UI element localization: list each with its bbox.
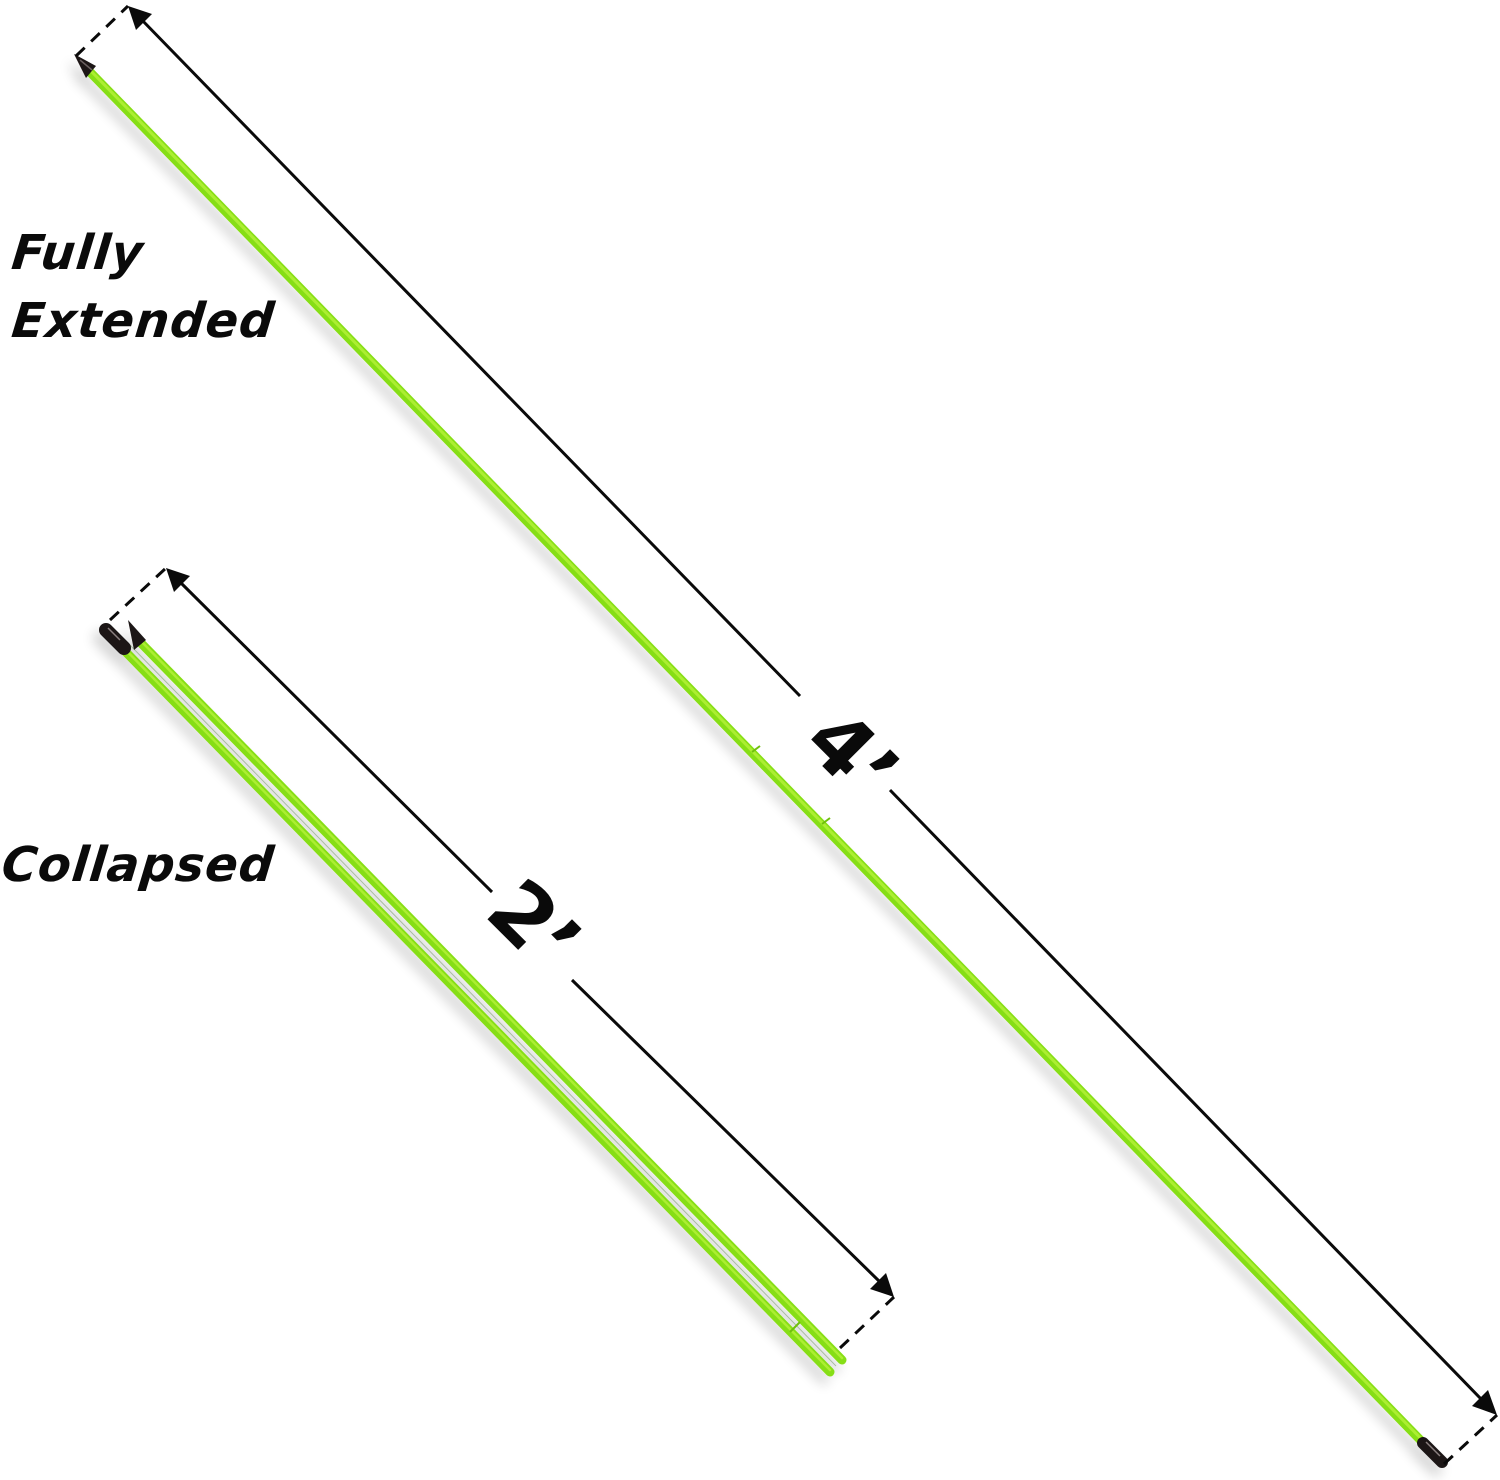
extended-stick [74, 54, 1448, 1468]
extended-label-line2: Extended [9, 293, 278, 349]
extended-dimension: 4’ [74, 4, 1499, 1466]
collapsed-dimension: 2’ [108, 566, 896, 1350]
dashed-extension-line [74, 4, 130, 58]
dashed-extension-line [838, 1295, 896, 1350]
stick-joint [789, 1321, 801, 1333]
arrowhead-icon [1472, 1390, 1497, 1415]
dashed-extension-line [108, 566, 168, 622]
dashed-extension-line [1442, 1413, 1499, 1466]
arrowhead-icon [128, 6, 152, 30]
extended-label-line1: Fully [9, 225, 147, 281]
collapsed-label: Collapsed [0, 837, 278, 893]
pointed-tip-icon [128, 620, 146, 650]
arrowhead-icon [166, 568, 190, 592]
collapsed-sticks [99, 620, 847, 1377]
collapsed-length-label: 2’ [469, 862, 599, 992]
stick-joint [751, 745, 761, 753]
end-cap-icon [1417, 1437, 1448, 1468]
end-cap-icon [99, 623, 131, 655]
stick-joint [821, 817, 831, 825]
arrowhead-icon [870, 1273, 894, 1297]
pointed-tip-icon [74, 54, 96, 78]
extended-length-label: 4’ [787, 692, 917, 822]
